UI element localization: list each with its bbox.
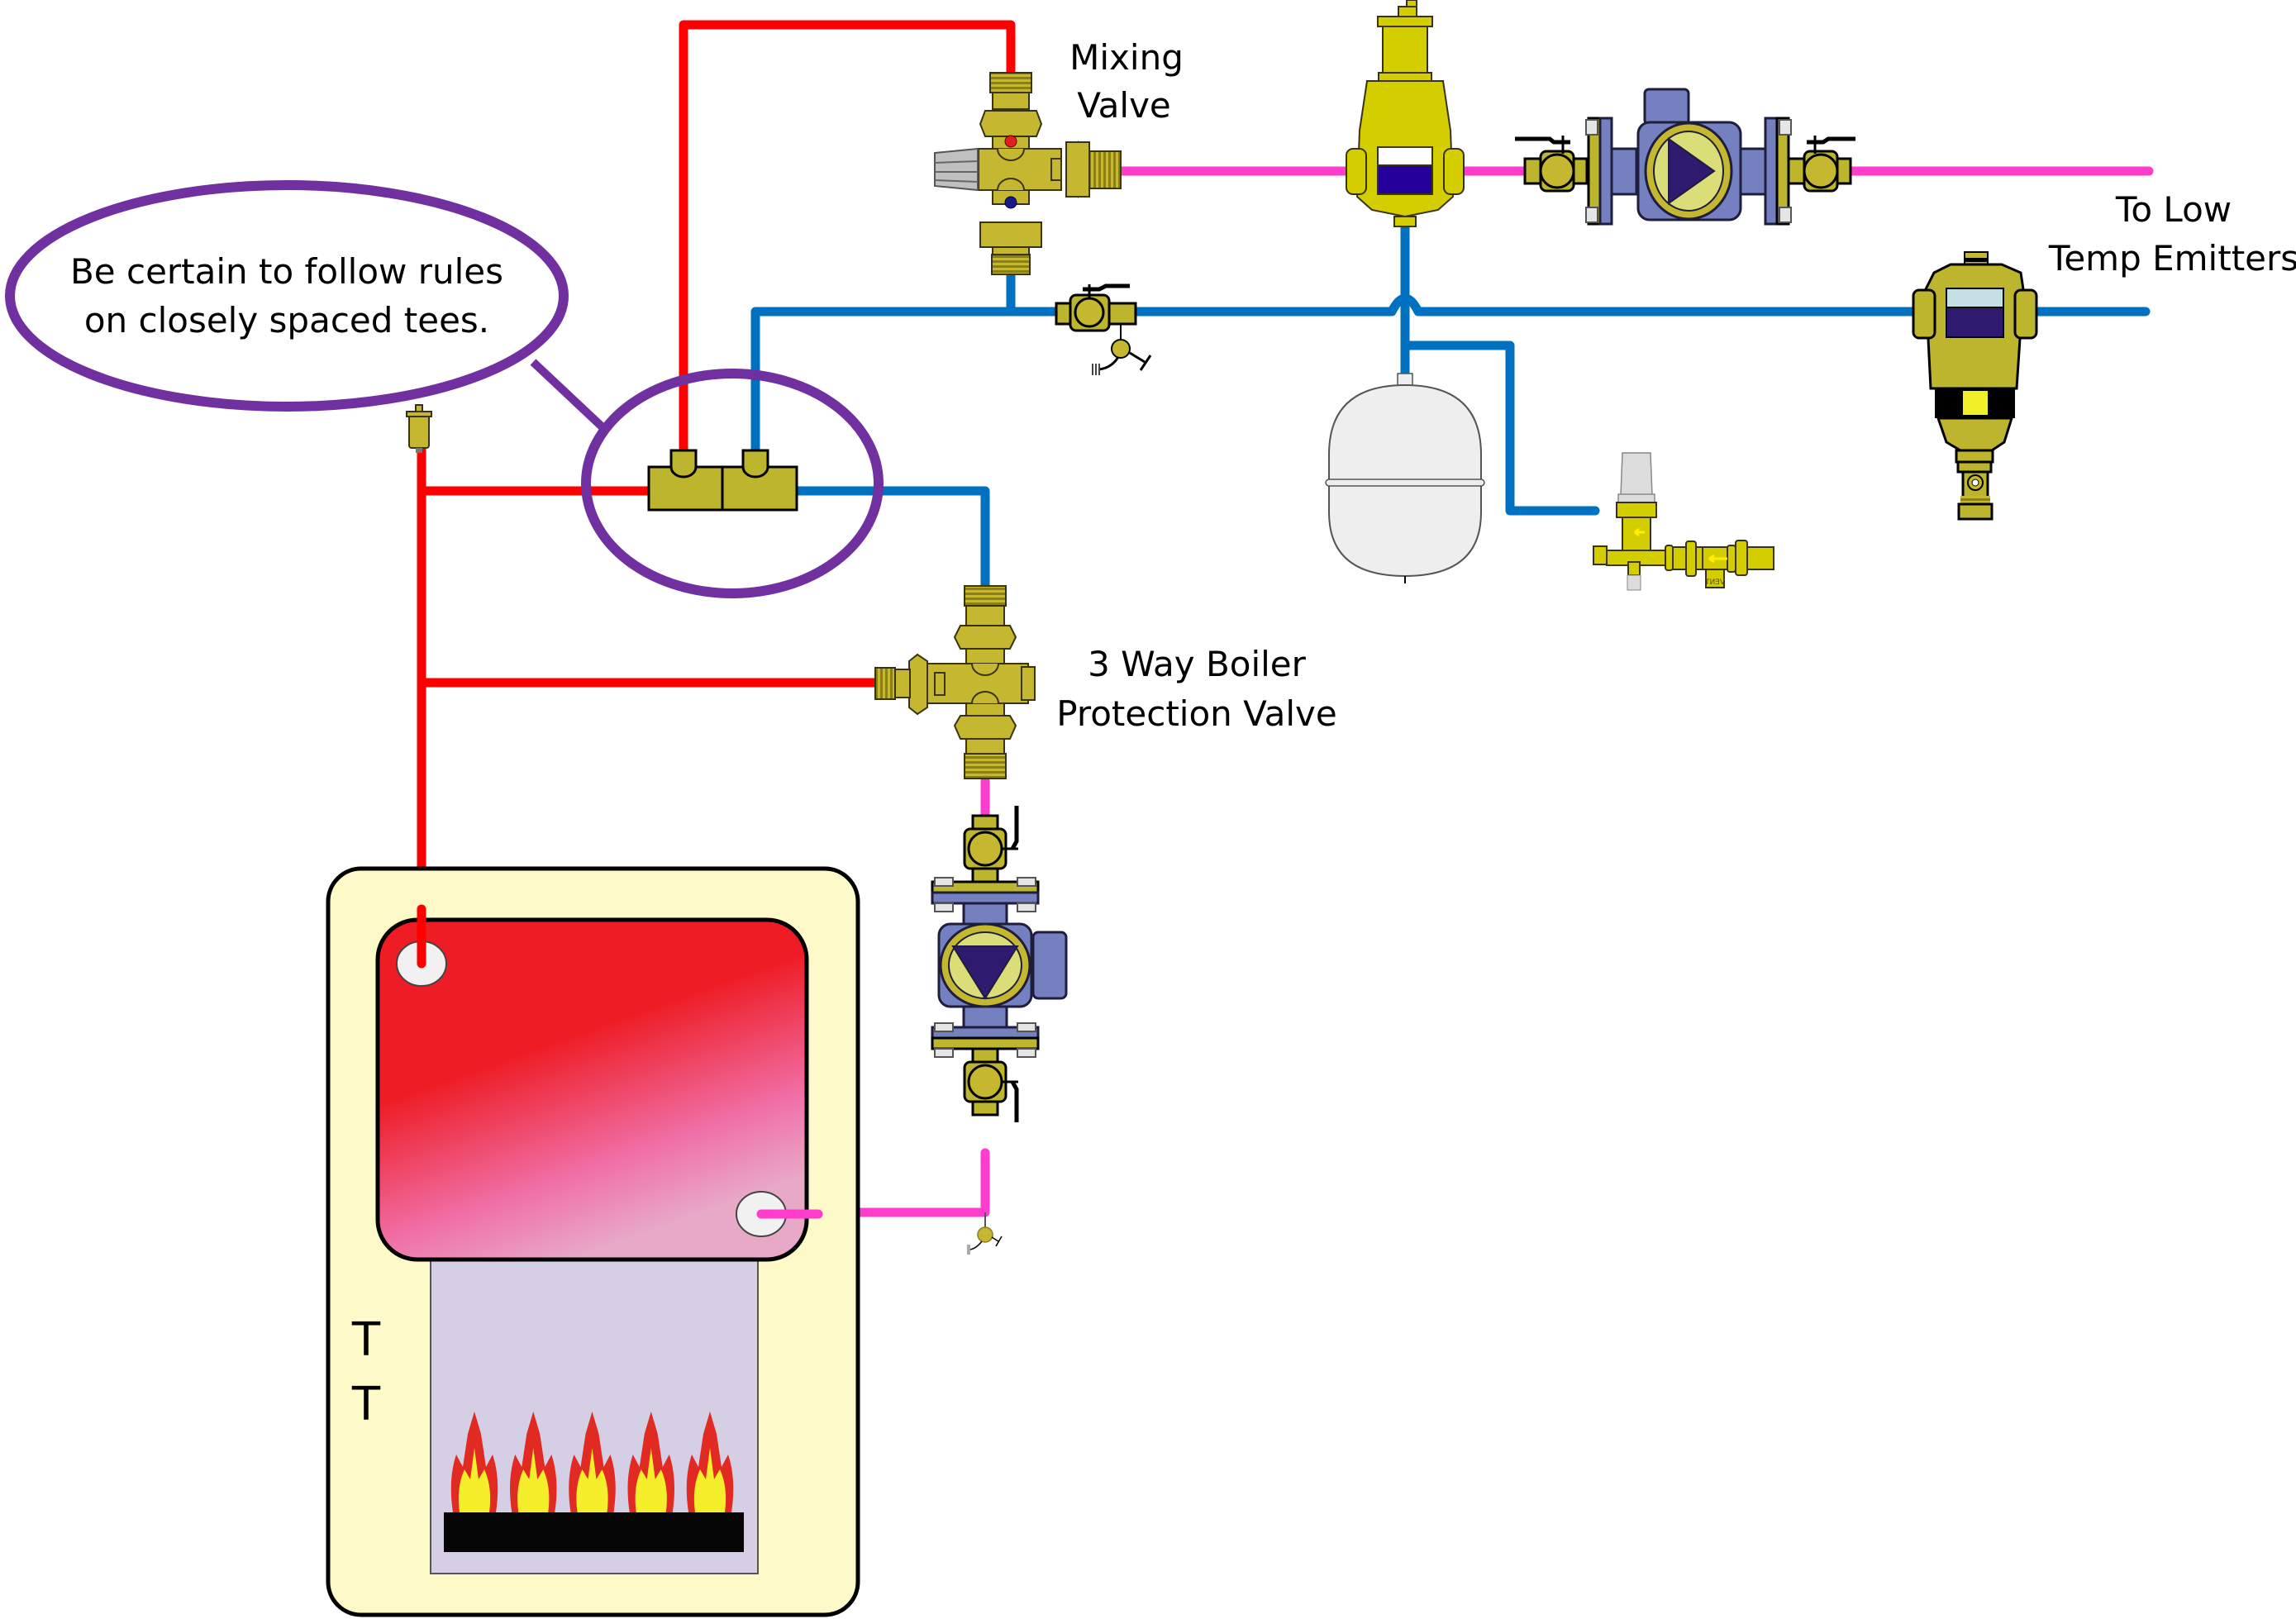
sight-glass-water — [1377, 164, 1433, 195]
supply-pipe-to-mixing-valve — [679, 20, 1016, 472]
valve-handle[interactable] — [1010, 806, 1019, 850]
boiler-mark-2: T — [351, 1378, 381, 1431]
fill-valve-stamp: VENT — [1704, 579, 1725, 587]
tee-supply-boss — [669, 449, 698, 479]
heat-exchanger — [375, 917, 809, 1262]
mixing-valve[interactable] — [934, 72, 1122, 275]
purge-valve[interactable] — [1111, 339, 1131, 359]
burner-flames — [450, 1412, 734, 1512]
pipes — [417, 20, 2154, 1217]
burner-bar — [444, 1512, 744, 1552]
automatic-air-vent[interactable] — [406, 404, 432, 453]
flame-inner — [635, 1448, 667, 1512]
flow-direction-arrow-icon — [951, 945, 1019, 1000]
callout-bubble — [5, 180, 569, 412]
flow-direction-arrow-icon — [1668, 137, 1716, 205]
flame-inner — [517, 1448, 550, 1512]
tees-highlight-circle — [581, 369, 884, 598]
air-separator[interactable] — [1346, 0, 1465, 227]
valve-handle[interactable] — [1083, 283, 1130, 292]
flame-inner — [458, 1448, 491, 1512]
flame-inner — [693, 1448, 726, 1512]
protection-valve-label-line2: Protection Valve — [1056, 693, 1336, 734]
valve-handle[interactable] — [1010, 1080, 1019, 1122]
boiler-mark-1: T — [351, 1313, 381, 1367]
boiler-drain-valve[interactable] — [967, 1212, 1003, 1255]
flame-inner — [576, 1448, 608, 1512]
mixing-valve-knob[interactable] — [934, 147, 979, 192]
fill-valve[interactable]: VENT — [1593, 452, 1774, 591]
tee-return-boss — [741, 449, 769, 479]
emitters-label-line2: Temp Emitters — [2048, 238, 2296, 279]
fill-valve-branch — [1400, 340, 1600, 516]
sight-glass-air — [1377, 146, 1433, 166]
callout: Be certain to follow rules on closely sp… — [5, 180, 884, 598]
hot-indicator-dot — [1004, 135, 1017, 148]
mixing-valve-label-line2: Valve — [1077, 85, 1171, 126]
boiler[interactable]: T T — [326, 866, 860, 1617]
expansion-tank — [1325, 373, 1485, 583]
protection-valve-label-line1: 3 Way Boiler — [1088, 644, 1307, 684]
emitters-label-line1: To Low — [2115, 189, 2232, 230]
cold-indicator-dot — [1004, 196, 1017, 209]
boiler-protection-valve[interactable] — [874, 585, 1036, 779]
callout-text-line2: on closely spaced tees. — [84, 300, 489, 340]
callout-pointer — [530, 359, 605, 430]
mixing-valve-label-line1: Mixing — [1069, 37, 1184, 78]
return-pipe-main — [1129, 293, 1921, 317]
dirt-separator[interactable] — [1912, 251, 2038, 521]
closely-spaced-tees[interactable] — [647, 449, 798, 512]
boiler-circulator[interactable] — [931, 806, 1068, 1122]
distribution-circulator[interactable] — [1515, 88, 1855, 226]
return-ball-valve[interactable] — [1055, 283, 1152, 375]
callout-text-line1: Be certain to follow rules — [70, 251, 503, 292]
return-pipe-from-tee — [750, 307, 1063, 472]
return-pipe-to-protection-valve — [792, 486, 990, 593]
